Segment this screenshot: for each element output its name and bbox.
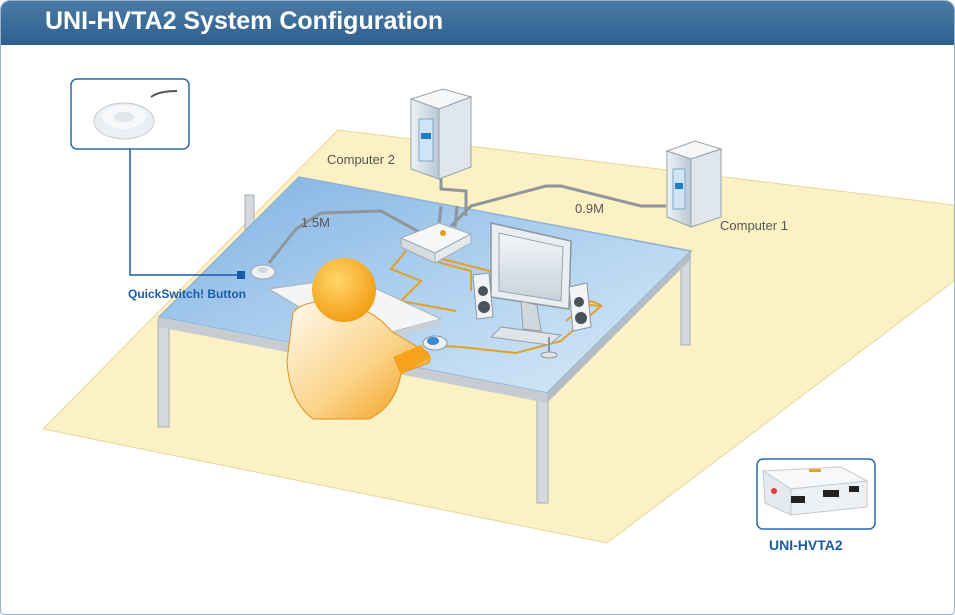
- cable-length-left: 1.5M: [301, 215, 330, 230]
- computer-2-tower: [409, 88, 473, 180]
- quickswitch-callout: [70, 78, 190, 150]
- computer-1-tower: [665, 140, 723, 228]
- speaker-left: [472, 272, 494, 320]
- page-title: UNI-HVTA2 System Configuration: [45, 7, 444, 35]
- computer-cables: [267, 176, 666, 264]
- product-label: UNI-HVTA2: [769, 537, 843, 553]
- title-bar: UNI-HVTA2 System Configuration: [1, 1, 954, 45]
- kvm-switch-device: [399, 222, 473, 264]
- quickswitch-button-device: [237, 264, 276, 280]
- quickswitch-callout-line: [129, 146, 239, 276]
- microphone: [540, 337, 558, 359]
- computer-1-label: Computer 1: [720, 218, 788, 233]
- product-callout: [756, 458, 876, 530]
- cable-length-right: 0.9M: [575, 201, 604, 216]
- mouse: [422, 335, 448, 351]
- user-figure: [286, 258, 431, 420]
- speaker-right: [568, 282, 592, 332]
- monitor: [489, 222, 572, 346]
- computer-2-label: Computer 2: [327, 152, 395, 167]
- quickswitch-label: QuickSwitch! Button: [128, 287, 246, 301]
